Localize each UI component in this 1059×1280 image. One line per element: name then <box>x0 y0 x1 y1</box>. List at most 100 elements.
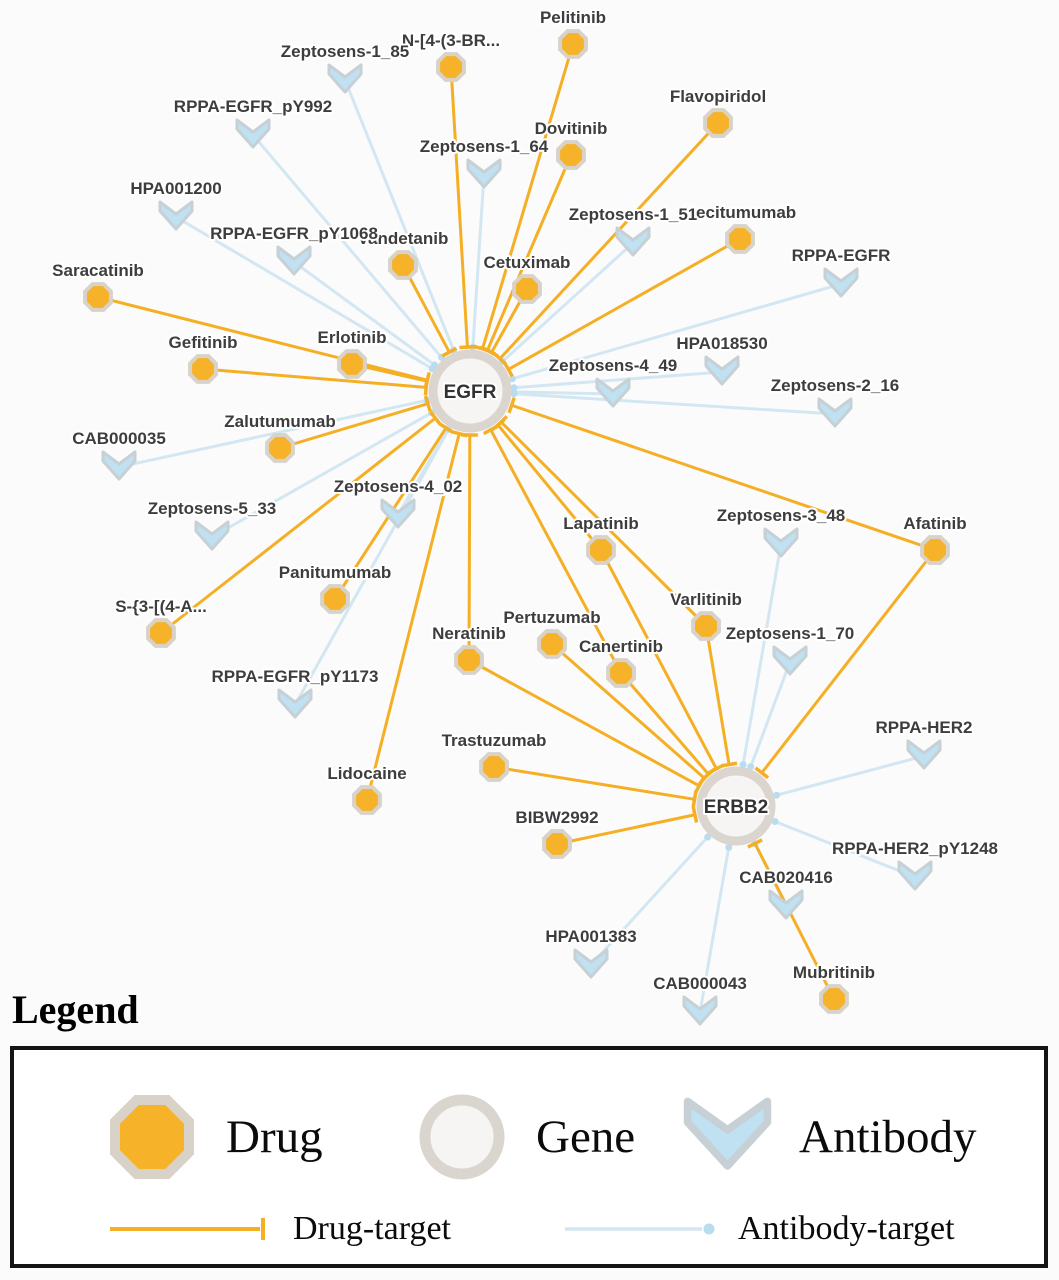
drug-node-Vandetanib[interactable] <box>388 250 418 280</box>
edge-Zeptosens-3_48--ERBB2 <box>741 543 783 765</box>
edges-layer <box>97 43 937 1013</box>
drug-node-Flavopiridol[interactable] <box>703 108 733 138</box>
drug-label-Mubritinib: Mubritinib <box>793 963 875 982</box>
drug-node-Lidocaine[interactable] <box>352 785 382 815</box>
antibody-label-Zeptosens-4_49: Zeptosens-4_49 <box>549 356 678 375</box>
drug-label-Gefitinib: Gefitinib <box>169 333 238 352</box>
drug-node-Zalutumumab[interactable] <box>265 433 295 463</box>
antibody-label-CAB000035: CAB000035 <box>72 429 166 448</box>
antibody-node-HPA018530[interactable] <box>704 355 740 386</box>
drug-node-Erlotinib[interactable] <box>337 349 367 379</box>
edge-Pertuzumab--ERBB2 <box>551 642 706 780</box>
antibody-label-Zeptosens-4_02: Zeptosens-4_02 <box>334 477 463 496</box>
drug-node-Gefitinib[interactable] <box>188 354 218 384</box>
inhibition-tee-Trastuzumab <box>691 791 698 808</box>
edge-Canertinib--ERBB2 <box>619 672 710 776</box>
drug-target-line-icon <box>110 1218 265 1240</box>
antibody-node-CAB020416[interactable] <box>768 889 804 920</box>
edge-HPA001383--ERBB2 <box>589 836 709 967</box>
antibody-label-RPPA-EGFR_pY1068: RPPA-EGFR_pY1068 <box>210 224 378 243</box>
edge-Lidocaine--EGFR <box>365 433 461 801</box>
antibody-node-RPPA-EGFR_pY1173[interactable] <box>277 688 313 719</box>
drug-node-Necitumumab[interactable] <box>725 224 755 254</box>
antibody-node-Zeptosens-3_48[interactable] <box>763 527 799 558</box>
drug-node-Pertuzumab[interactable] <box>537 629 567 659</box>
drug-node-Dovitinib[interactable] <box>556 140 586 170</box>
edge-HPA018530--EGFR <box>513 370 723 390</box>
antibody-node-Zeptosens-4_02[interactable] <box>380 498 416 529</box>
drug-node-Afatinib[interactable] <box>920 535 950 565</box>
edge-RPPA-HER2_pY1248--ERBB2 <box>774 820 916 879</box>
drug-node-Mubritinib[interactable] <box>819 984 849 1014</box>
drug-label-BIBW2992: BIBW2992 <box>515 808 598 827</box>
antibody-label-Zeptosens-1_51: Zeptosens-1_51 <box>569 205 698 224</box>
antibody-label-RPPA-EGFR_pY1173: RPPA-EGFR_pY1173 <box>212 667 379 686</box>
antibody-label-Zeptosens-2_16: Zeptosens-2_16 <box>771 376 900 395</box>
inhibition-tee-Cetuximab <box>483 347 500 359</box>
edge-Canertinib--EGFR <box>489 429 623 674</box>
antibody-node-HPA001383[interactable] <box>573 948 609 979</box>
edge-RPPA-EGFR_pY992--EGFR <box>251 134 443 359</box>
drug-node-Lapatinib[interactable] <box>586 535 616 565</box>
edge-Mubritinib--ERBB2 <box>753 842 836 1000</box>
drug-node-Saracatinib[interactable] <box>83 282 113 312</box>
antibody-node-HPA001200[interactable] <box>158 200 194 231</box>
drug-label-Cetuximab: Cetuximab <box>484 253 571 272</box>
antibody-node-Zeptosens-4_49[interactable] <box>595 377 631 408</box>
drug-node-Canertinib[interactable] <box>606 658 636 688</box>
drug-node-Varlitinib[interactable] <box>691 611 721 641</box>
antibody-node-Zeptosens-1_51[interactable] <box>615 226 651 257</box>
antibody-node-Zeptosens-1_70[interactable] <box>772 645 808 676</box>
antibody-node-RPPA-EGFR[interactable] <box>823 267 859 298</box>
drug-label-Varlitinib: Varlitinib <box>670 590 742 609</box>
drug-label-Pertuzumab: Pertuzumab <box>503 608 600 627</box>
legend-label-drug: Drug <box>226 1111 323 1163</box>
antibody-node-RPPA-EGFR_pY992[interactable] <box>235 118 271 149</box>
drug-node-Cetuximab[interactable] <box>512 274 542 304</box>
edge-Trastuzumab--ERBB2 <box>493 765 695 801</box>
drug-label-Saracatinib: Saracatinib <box>52 261 144 280</box>
antibody-node-CAB000043[interactable] <box>682 995 718 1026</box>
antibody-label-Zeptosens-1_70: Zeptosens-1_70 <box>726 624 855 643</box>
gene-label-ERBB2: ERBB2 <box>704 797 768 818</box>
antibody-node-Zeptosens-1_85[interactable] <box>327 63 363 94</box>
inhibition-tee-Canertinib <box>482 424 499 436</box>
antibody-label-RPPA-EGFR: RPPA-EGFR <box>792 246 891 265</box>
drug-node-S-{3-[(4-A...[interactable] <box>146 618 176 648</box>
drug-node-Panitumumab[interactable] <box>320 584 350 614</box>
drug-node-N-[4-(3-BR...[interactable] <box>436 52 466 82</box>
edge-Zalutumumab--EGFR <box>279 402 429 450</box>
inhibition-tee-Canertinib <box>701 767 716 781</box>
antibody-node-RPPA-HER2[interactable] <box>906 739 942 770</box>
drug-node-Trastuzumab[interactable] <box>479 752 509 782</box>
inhibition-tee-Mubritinib <box>747 838 763 849</box>
drug-label-Pelitinib: Pelitinib <box>540 8 606 27</box>
edge-Dovitinib--EGFR <box>485 154 573 352</box>
edge-Zeptosens-2_16--EGFR <box>513 392 836 416</box>
gene-node-EGFR[interactable] <box>428 349 512 433</box>
drug-label-S-{3-[(4-A...: S-{3-[(4-A... <box>115 597 207 616</box>
antibody-node-RPPA-HER2_pY1248[interactable] <box>897 860 933 891</box>
legend-label-antibody-target: Antibody-target <box>738 1210 955 1247</box>
antibody-node-Zeptosens-5_33[interactable] <box>194 520 230 551</box>
drug-node-BIBW2992[interactable] <box>542 829 572 859</box>
antibody-node-RPPA-EGFR_pY1068[interactable] <box>276 245 312 276</box>
edge-Vandetanib--EGFR <box>401 264 451 353</box>
drug-node-Pelitinib[interactable] <box>558 29 588 59</box>
antibody-node-CAB000035[interactable] <box>101 450 137 481</box>
drug-node-Neratinib[interactable] <box>454 645 484 675</box>
edge-BIBW2992--ERBB2 <box>556 813 696 846</box>
antibody-label-HPA001383: HPA001383 <box>545 927 636 946</box>
edge-Pelitinib--EGFR <box>481 43 575 350</box>
edge-Lapatinib--ERBB2 <box>599 549 718 770</box>
edge-RPPA-EGFR_pY1068--EGFR <box>293 260 436 367</box>
legend-item-drug-target: Drug-target <box>107 1200 451 1258</box>
edge-Neratinib--ERBB2 <box>468 658 700 788</box>
legend-label-antibody: Antibody <box>799 1111 977 1163</box>
antibody-node-Zeptosens-1_64[interactable] <box>466 158 502 189</box>
inhibition-tee-BIBW2992 <box>691 806 699 823</box>
gene-node-ERBB2[interactable] <box>696 766 776 846</box>
antibody-node-Zeptosens-2_16[interactable] <box>817 397 853 428</box>
drug-label-Afatinib: Afatinib <box>903 514 966 533</box>
